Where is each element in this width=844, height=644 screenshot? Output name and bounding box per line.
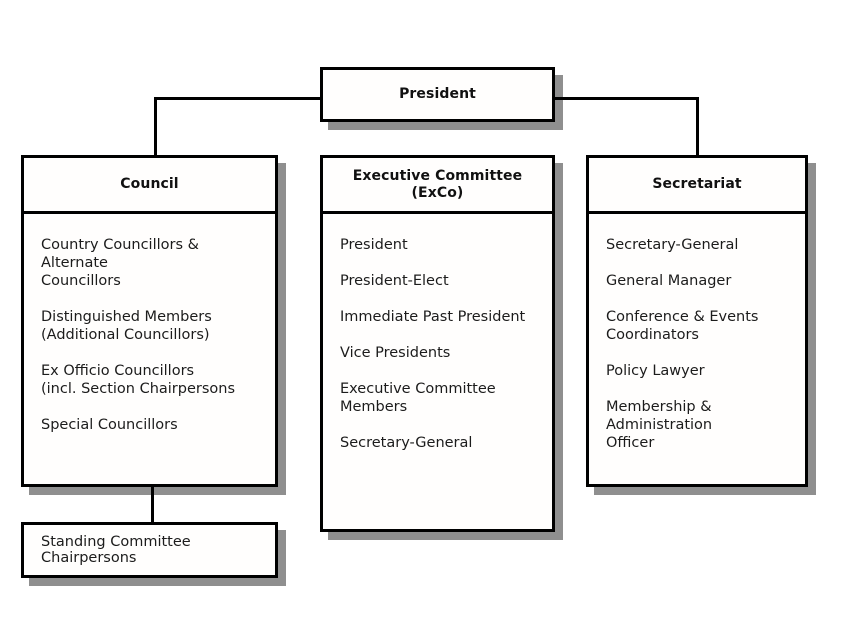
standing-committee-title: Standing Committee Chairpersons [41, 534, 191, 566]
exco-title: Executive Committee (ExCo) [323, 158, 552, 214]
secretariat-item: Conference & Events Coordinators [606, 309, 759, 343]
exco-item: Immediate Past President [340, 309, 526, 325]
secretariat-item: Policy Lawyer [606, 363, 705, 379]
connector-council-to-standing-vertical [151, 485, 154, 524]
exco-member-list: President President-Elect Immediate Past… [323, 214, 552, 452]
exco-item: President [340, 237, 408, 253]
president-box: President [320, 67, 555, 122]
council-member-list: Country Councillors & Alternate Councill… [24, 214, 275, 434]
connector-president-to-secretariat-horizontal [553, 97, 699, 100]
secretariat-item: General Manager [606, 273, 732, 289]
connector-council-drop-vertical [154, 97, 157, 157]
council-title: Council [24, 158, 275, 214]
exco-box: Executive Committee (ExCo) President Pre… [320, 155, 555, 532]
council-item: Country Councillors & Alternate Councill… [41, 237, 199, 289]
connector-president-to-council-horizontal [154, 97, 322, 100]
secretariat-title: Secretariat [589, 158, 805, 214]
council-box: Council Country Councillors & Alternate … [21, 155, 278, 487]
exco-item: Secretary-General [340, 435, 473, 451]
council-item: Distinguished Members (Additional Counci… [41, 309, 212, 343]
exco-item: President-Elect [340, 273, 449, 289]
secretariat-member-list: Secretary-General General Manager Confer… [589, 214, 805, 452]
president-title: President [399, 86, 476, 102]
exco-item: Executive Committee Members [340, 381, 496, 415]
standing-committee-box: Standing Committee Chairpersons [21, 522, 278, 578]
secretariat-item: Secretary-General [606, 237, 739, 253]
secretariat-item: Membership & Administration Officer [606, 399, 713, 451]
connector-secretariat-drop-vertical [696, 97, 699, 157]
council-item: Ex Officio Councillors (incl. Section Ch… [41, 363, 236, 397]
secretariat-box: Secretariat Secretary-General General Ma… [586, 155, 808, 487]
council-item: Special Councillors [41, 417, 178, 433]
exco-item: Vice Presidents [340, 345, 451, 361]
